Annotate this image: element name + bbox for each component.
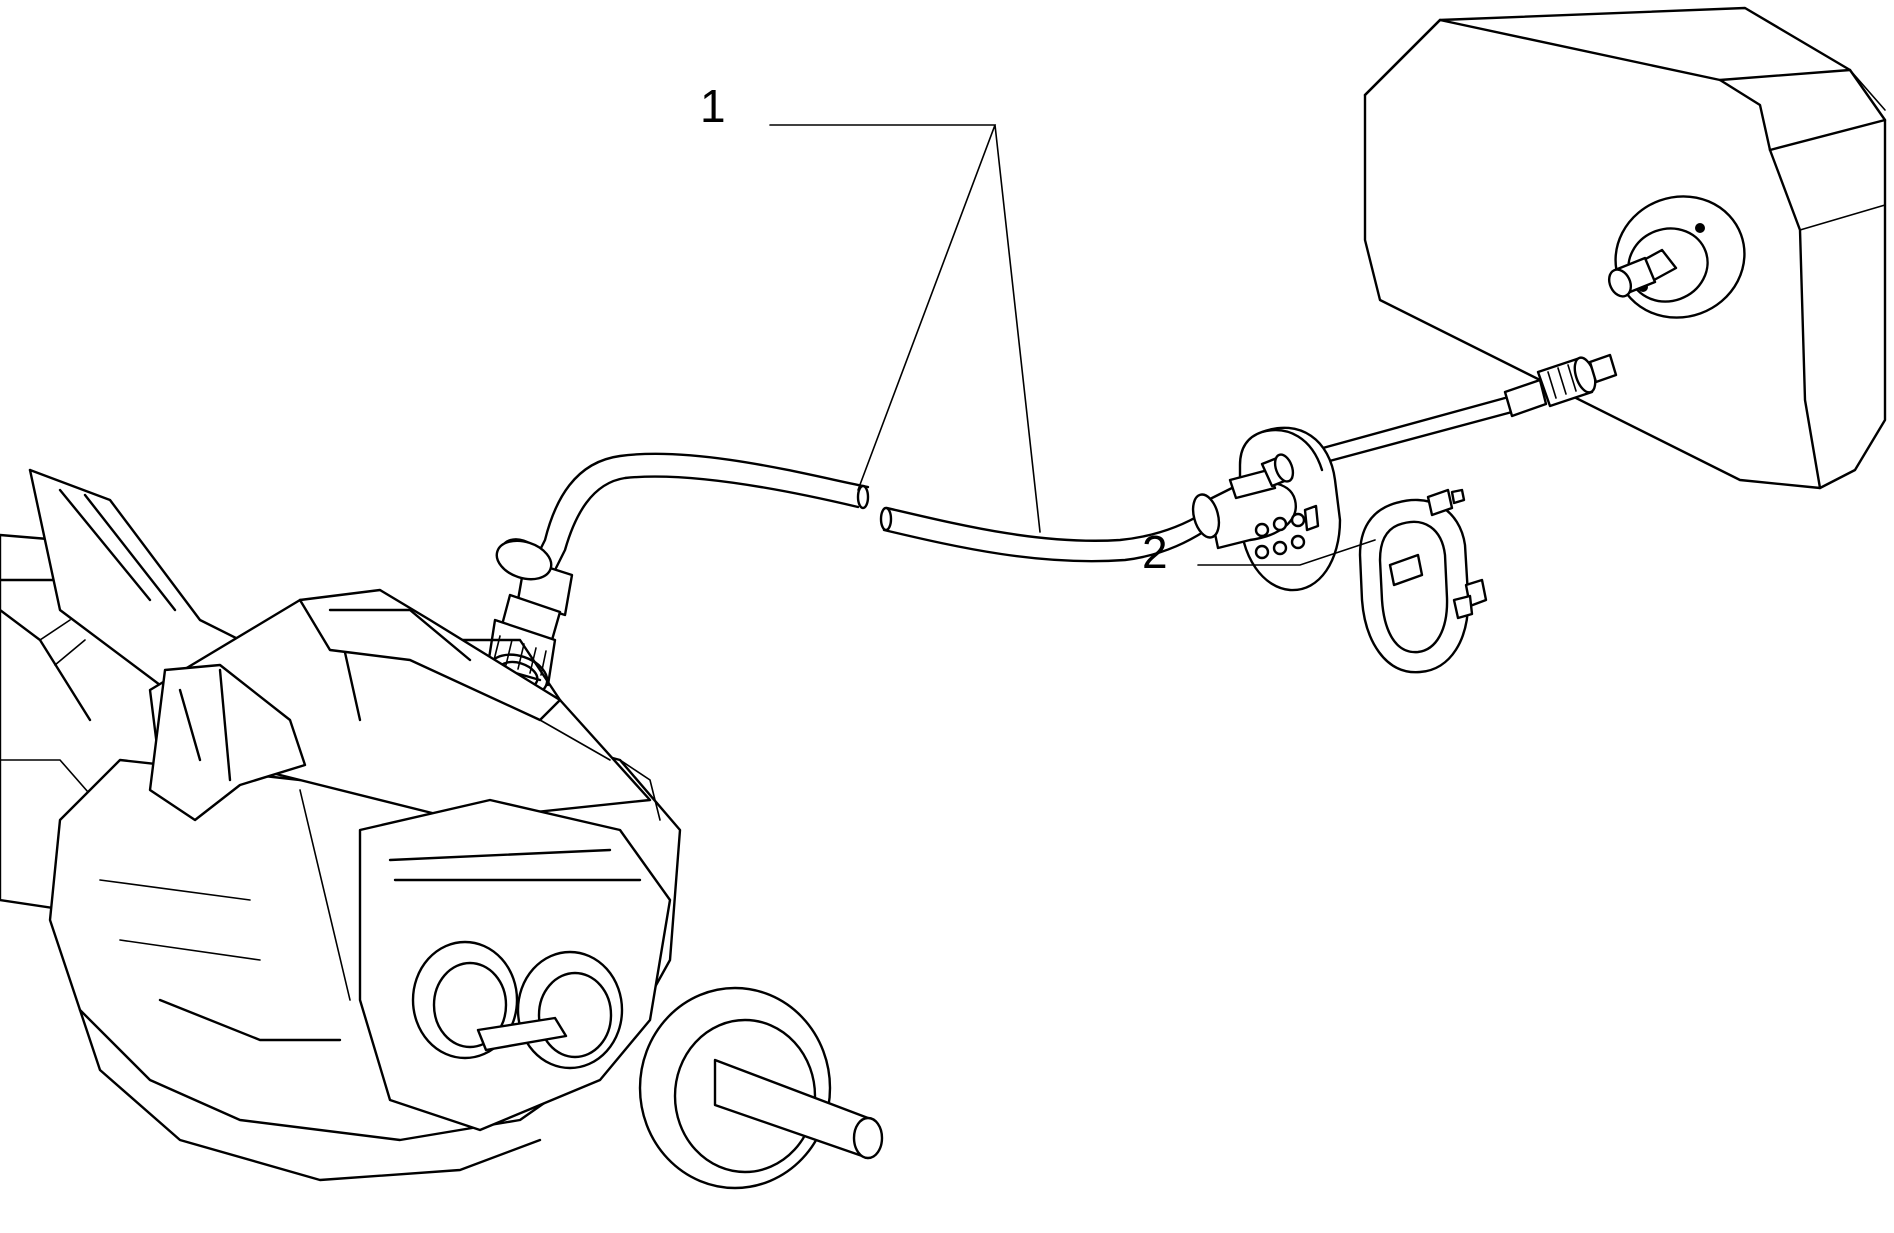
bulkhead-grommet <box>1191 426 1342 592</box>
callout-2: 2 <box>1142 526 1376 578</box>
callout-label-2: 2 <box>1142 526 1168 578</box>
callout-1: 1 <box>700 80 1041 533</box>
callout-label-1: 1 <box>700 80 726 132</box>
grommet-seal <box>1358 488 1488 674</box>
cluster-end-fitting <box>1503 353 1618 418</box>
transmission-gearbox <box>0 468 884 1190</box>
instrument-cluster <box>1363 6 1887 490</box>
